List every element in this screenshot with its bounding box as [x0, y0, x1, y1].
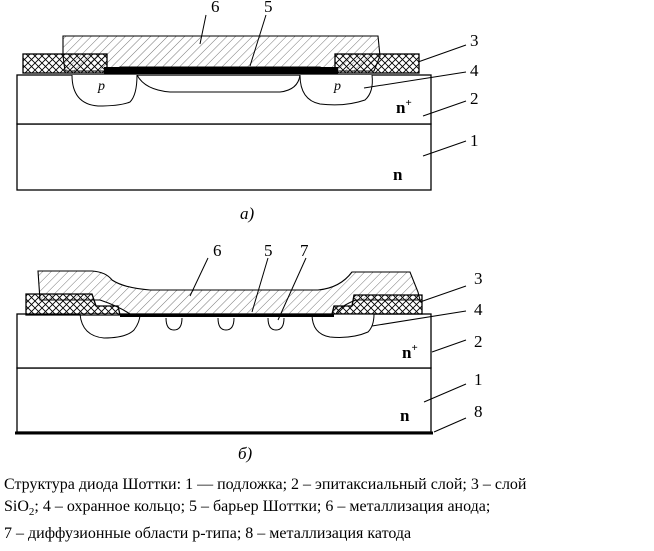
n-layer-a: [16, 123, 432, 191]
n-layer-b: [16, 367, 432, 433]
schottky-diode-diagram: p p n+ n 6 5 3 4 2 1 а): [15, 0, 483, 463]
p-diffusion-2-b: [217, 317, 235, 331]
figure-b: n+ n 6 5 7 3 4 2 1 8 б): [15, 241, 483, 463]
callout-5-b: 5: [264, 241, 273, 260]
caption-line-2: SiO2; 4 – охранное кольцо; 5 – барьер Шо…: [4, 498, 491, 519]
guard-ring-left-b: [79, 313, 141, 339]
figure-b-label: б): [238, 444, 253, 463]
schottky-barrier-b: [120, 314, 334, 317]
oxide-left-a: [22, 53, 108, 74]
n-plus-label-a: n+: [396, 97, 412, 117]
n-label-b: n: [400, 406, 410, 425]
p-diffusion-1-b: [165, 317, 183, 331]
figure-a-label: а): [240, 204, 255, 223]
callout-2-a: 2: [470, 89, 479, 108]
callout-6-b: 6: [213, 241, 222, 260]
n-plus-label-b: n+: [402, 342, 418, 362]
anode-metal-b: [37, 270, 421, 315]
oxide-left-b: [25, 293, 121, 316]
callout-1-b: 1: [474, 370, 483, 389]
p-region-right-label-a: p: [333, 79, 341, 94]
n-label-a: n: [393, 165, 403, 184]
callout-5-a: 5: [264, 0, 273, 16]
figure-a: p p n+ n 6 5 3 4 2 1 а): [16, 0, 479, 223]
oxide-right-b: [331, 294, 423, 315]
caption-line-1: Структура диода Шоттки: 1 — подложка; 2 …: [4, 476, 527, 493]
callout-4-b: 4: [474, 300, 483, 319]
guard-ring-right-b: [311, 313, 375, 338]
callout-4-a: 4: [470, 61, 479, 80]
p-diffusion-3-b: [267, 317, 285, 331]
anode-metal-a: [62, 35, 381, 72]
callout-2-b: 2: [474, 332, 483, 351]
figure-caption: Структура диода Шоттки: 1 — подложка; 2 …: [4, 474, 650, 545]
callout-3-b: 3: [474, 269, 483, 288]
guard-ring-left-a: [71, 74, 138, 107]
callout-8-b: 8: [474, 402, 483, 421]
callout-1-a: 1: [470, 131, 479, 150]
caption-line-3: 7 – диффузионные области p-типа; 8 – мет…: [4, 525, 412, 543]
callout-7-b: 7: [300, 241, 309, 260]
schottky-barrier-a: [104, 67, 338, 74]
callout-6-a: 6: [211, 0, 220, 16]
callout-3-a: 3: [470, 31, 479, 50]
guard-ring-right-a: [299, 74, 373, 106]
oxide-right-a: [334, 53, 420, 74]
p-region-left-label-a: p: [97, 79, 105, 94]
